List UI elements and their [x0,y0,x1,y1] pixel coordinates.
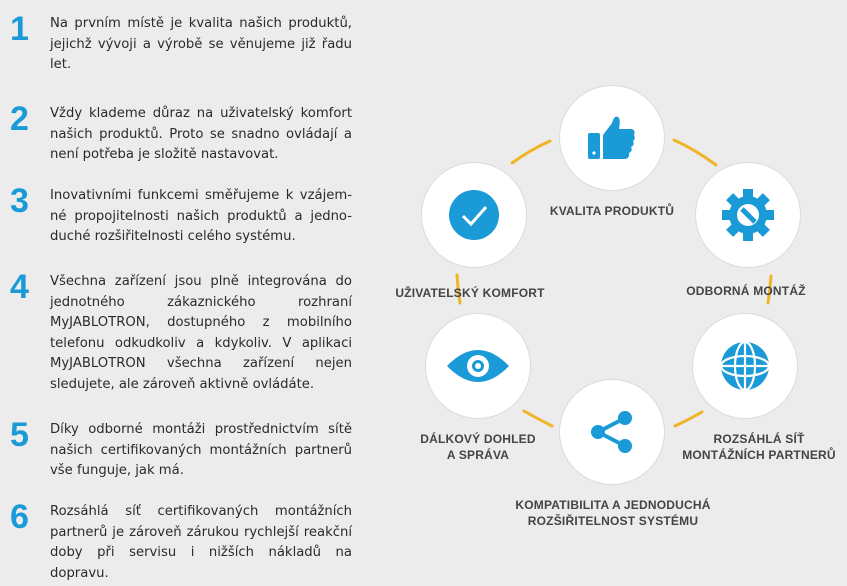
arc-segment [672,138,718,167]
label-comfort: UŽIVATELSKÝ KOMFORT [395,286,545,300]
arc-segment [510,139,552,165]
item-text: Vždy klademe důraz na uživatelský komfor… [50,106,352,162]
item-number: 4 [10,268,29,306]
item-number: 1 [10,10,29,48]
arc-segment [766,274,773,305]
share-icon [591,411,632,453]
label-compat-line2: ROZŠIŘITELNOST SYSTÉMU [527,514,699,528]
eye-icon [447,350,509,382]
item-text: Rozsáhlá síť certifikovaných montážních … [50,504,352,581]
item-number: 3 [10,182,29,220]
item-text: Inovativními funkcemi směřujeme k vzájem… [50,188,352,244]
comfort-circle [422,163,526,267]
label-network-line1: ROZSÁHLÁ SÍŤ [713,432,805,446]
label-network: ROZSÁHLÁ SÍŤ MONTÁŽNÍCH PARTNERŮ [649,431,847,463]
label-installation: ODBORNÁ MONTÁŽ [686,284,806,298]
label-network-line2: MONTÁŽNÍCH PARTNERŮ [682,448,836,462]
remote-circle [426,314,530,418]
item-number: 2 [10,100,29,138]
arc-segment [673,410,704,428]
checkmark-icon [449,190,499,240]
network-circle [693,314,797,418]
item-text: Díky odborné montáži prostřednictvím sít… [50,422,352,478]
label-remote: DÁLKOVÝ DOHLED A SPRÁVA [368,431,588,463]
label-remote-line2: A SPRÁVA [446,448,510,462]
thumbs-up-icon [588,116,635,159]
item-number: 5 [10,416,29,454]
item-text: Všechna zařízení jsou plně integrována d… [50,274,352,392]
installation-circle [696,163,800,267]
arc-segment [455,273,462,305]
globe-icon [720,341,770,391]
quality-circle [560,86,664,190]
compat-circle [560,380,664,484]
label-compat: KOMPATIBILITA A JEDNODUCHÁ ROZŠIŘITELNOST… [503,497,723,529]
label-quality: KVALITA PRODUKTŮ [549,204,675,218]
label-remote-line1: DÁLKOVÝ DOHLED [420,432,536,446]
item-text: Na prvním místě je kvalita našich produk… [50,16,352,72]
label-compat-line1: KOMPATIBILITA A JEDNODUCHÁ [515,498,711,512]
item-number: 6 [10,498,29,536]
arc-segment [522,409,554,428]
gear-wrench-icon [722,189,774,241]
